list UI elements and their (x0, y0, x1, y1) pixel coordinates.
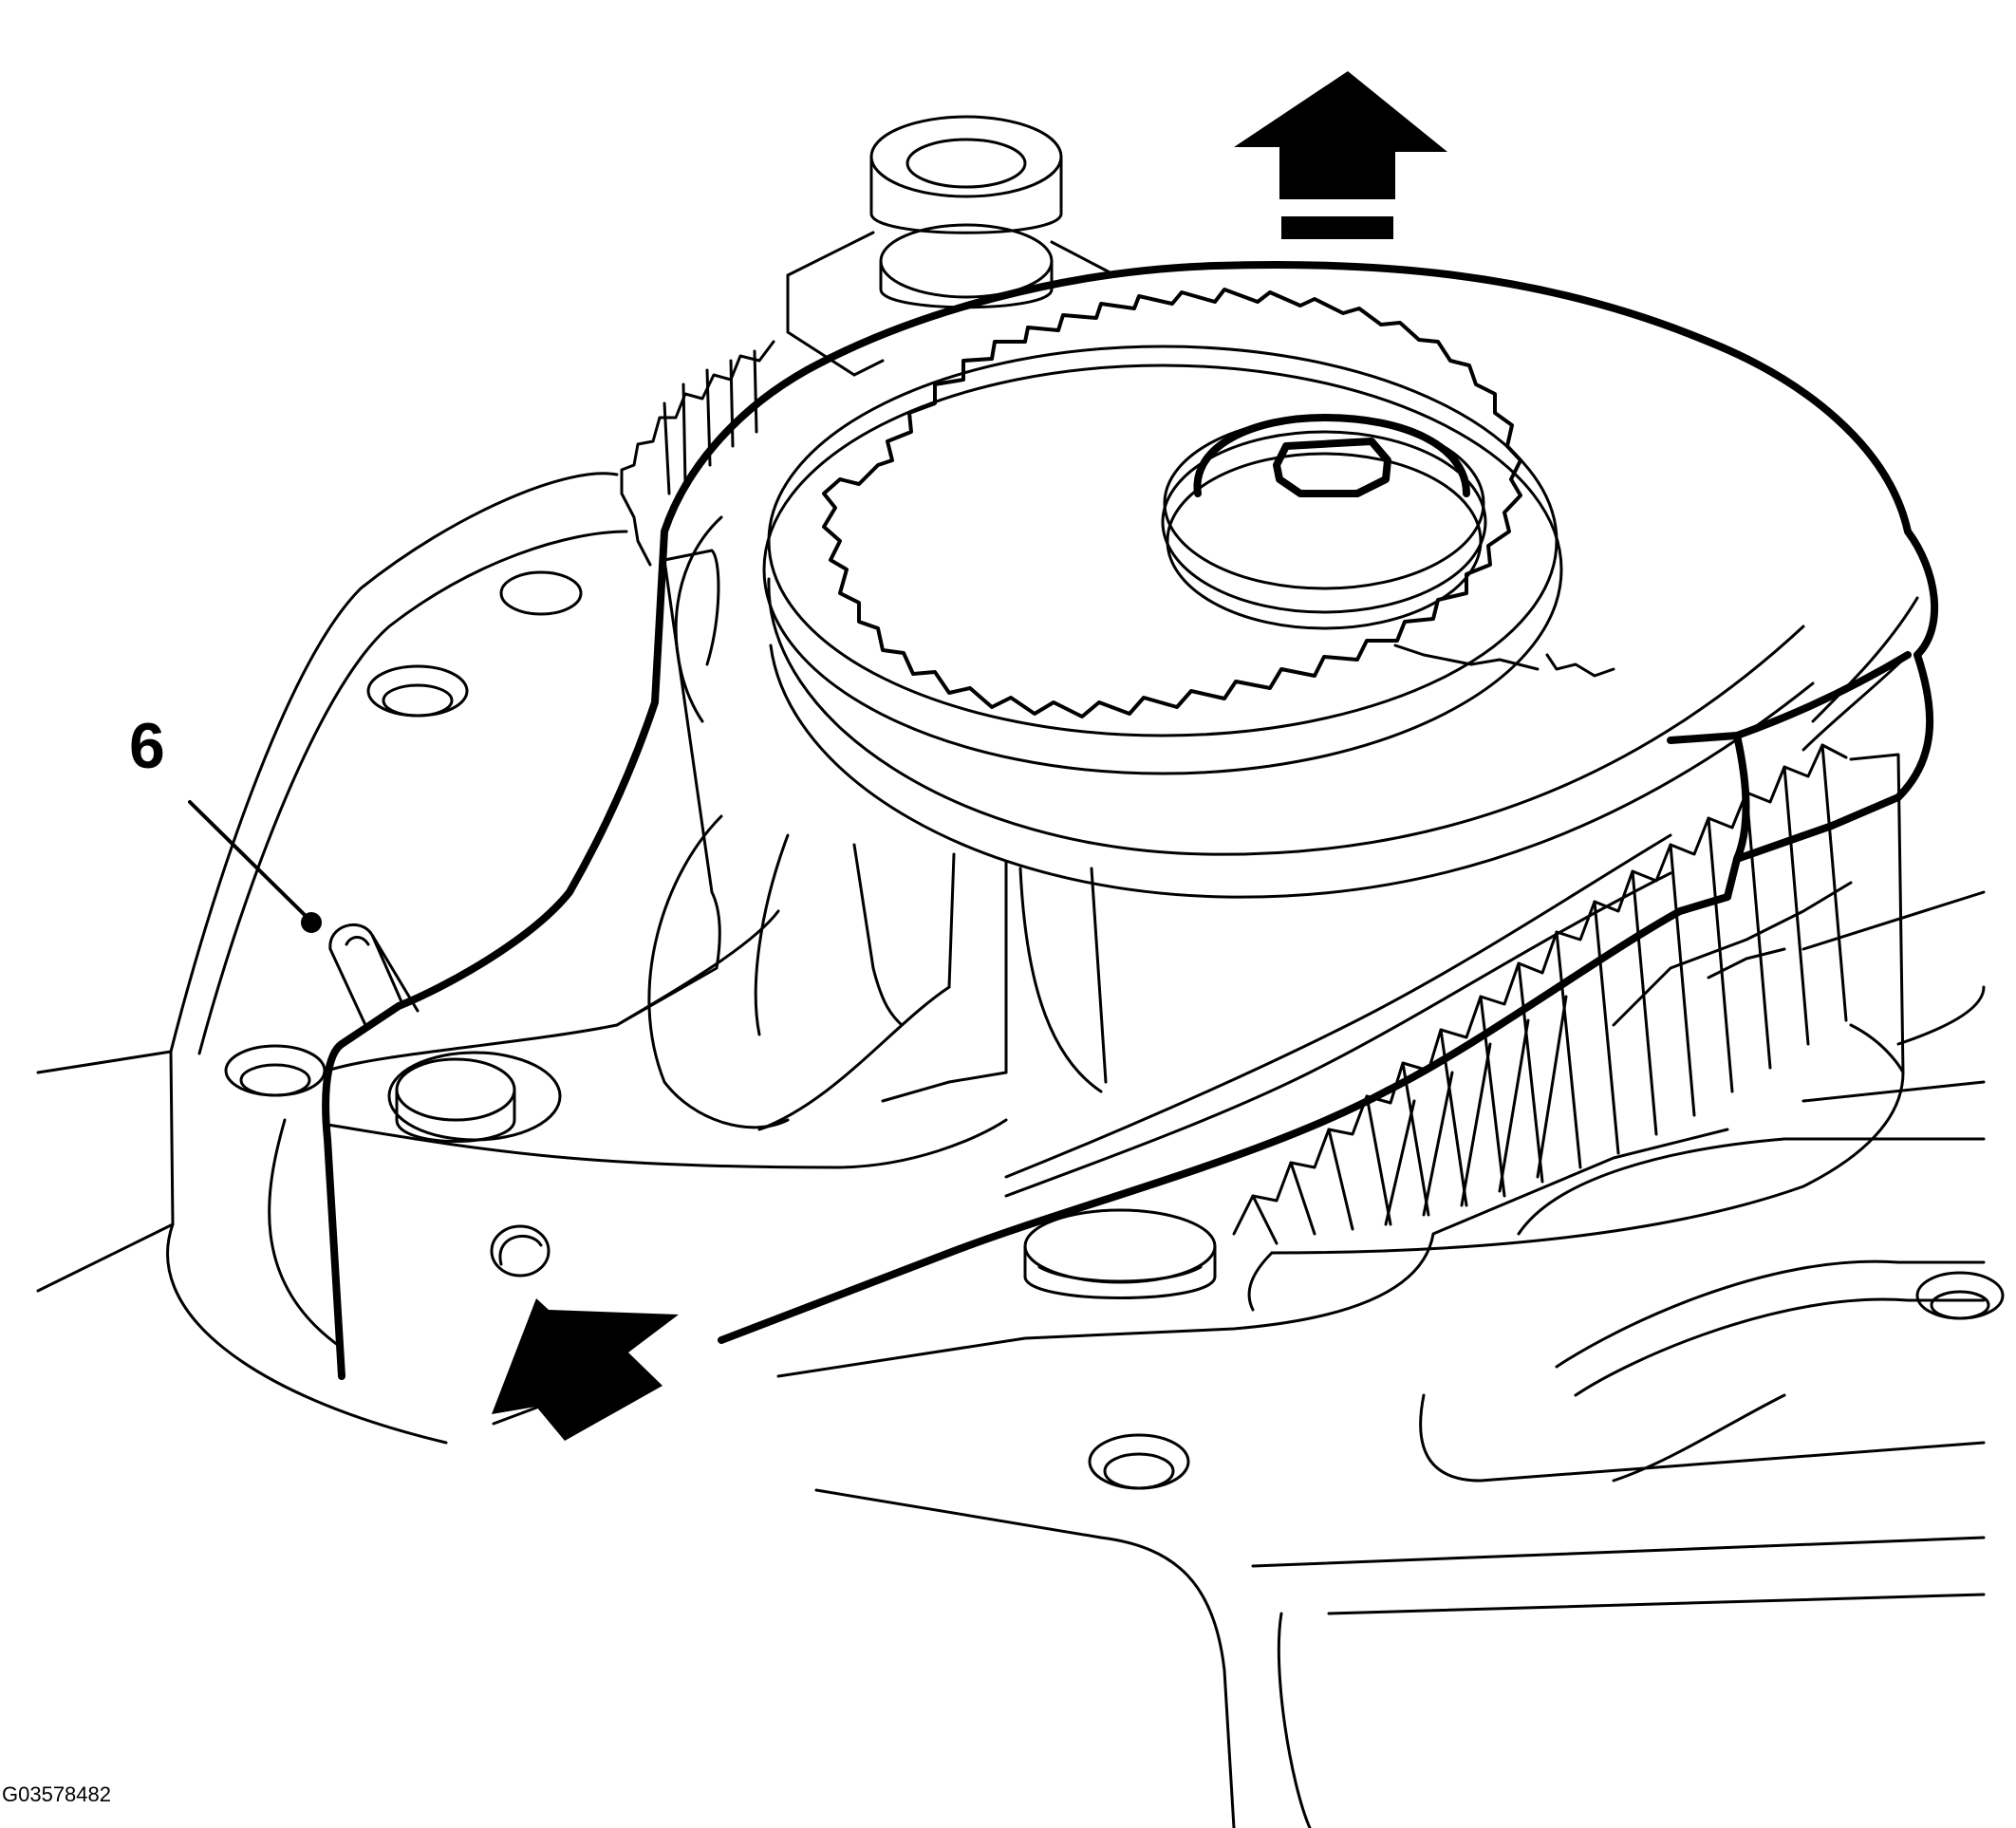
retaining-bracket (326, 549, 1008, 1378)
up-arrow-icon (1234, 71, 1447, 239)
housing-bolt-holes (224, 570, 2005, 1490)
diagonal-arrow-icon (492, 1298, 679, 1441)
housing-casting (36, 472, 1986, 1828)
rear-gear-teeth (620, 340, 775, 567)
helical-gear (1232, 743, 1905, 1312)
pin-6 (328, 923, 420, 1027)
spacer-ring (1023, 1208, 1217, 1299)
top-bolt (786, 115, 1117, 377)
figure-id: G03578482 (2, 1782, 111, 1806)
clutch-drum (647, 288, 1815, 1131)
callout-6-leader (188, 800, 322, 933)
callout-label: 6 (129, 710, 165, 782)
component-outline (322, 260, 1939, 1380)
